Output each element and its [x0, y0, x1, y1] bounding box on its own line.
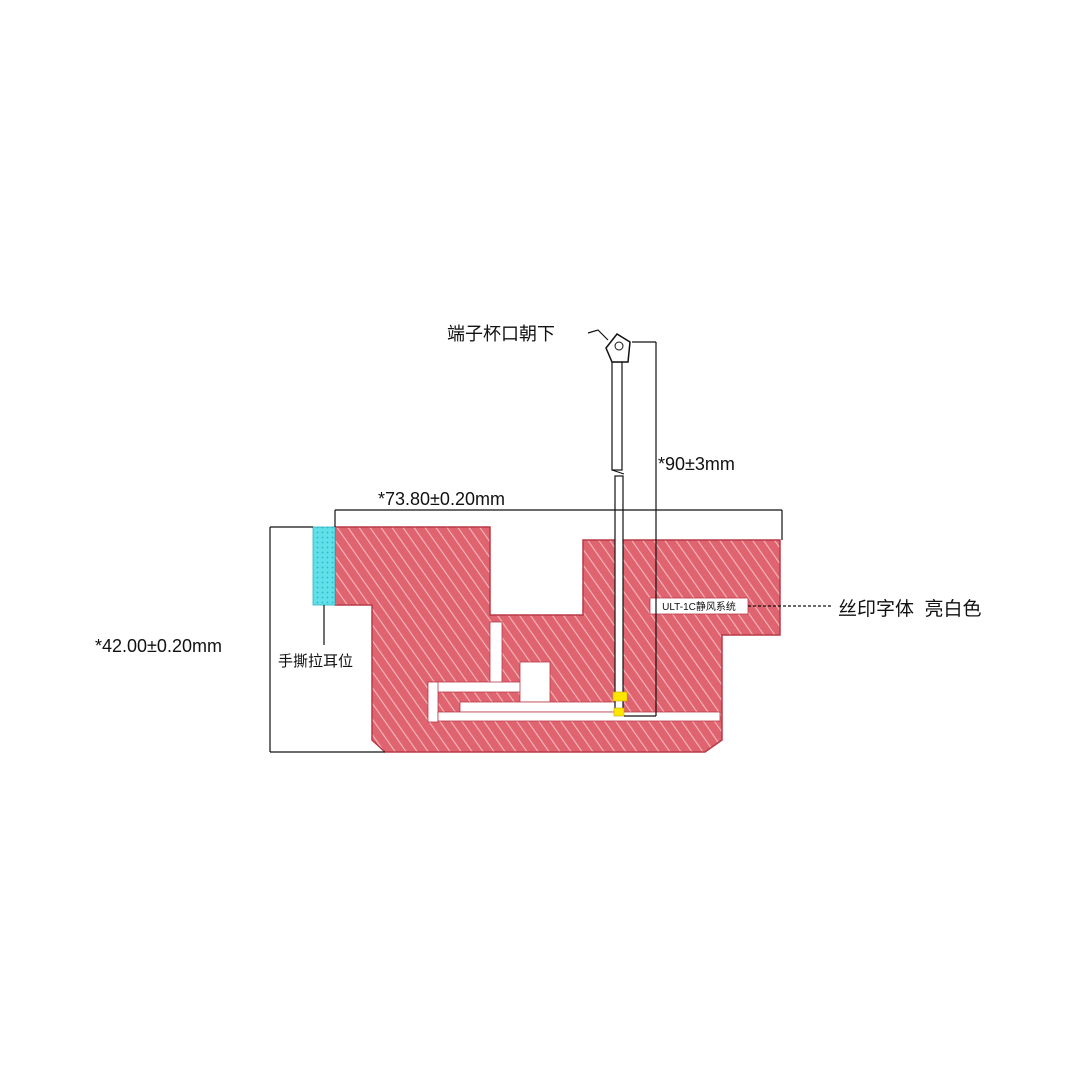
terminal-leader [587, 329, 609, 341]
slot-bottom-run [437, 711, 721, 722]
ipex-connector-icon [605, 333, 631, 363]
slot-horizontal-lower [459, 701, 621, 713]
height-label: *42.00±0.20mm [95, 636, 222, 656]
slot-horizontal-upper [427, 681, 523, 693]
silkscreen-note: 丝印字体 亮白色 [838, 598, 982, 620]
slot-vertical-outer [427, 681, 439, 723]
terminal-label: 端子杯口朝下 [447, 324, 555, 344]
dimension-height [269, 526, 385, 753]
solder-pad-lower [613, 707, 625, 717]
pull-tab-label: 手撕拉耳位 [278, 653, 353, 670]
antenna-slots [427, 621, 721, 723]
solder-pad-upper [612, 691, 628, 702]
slot-inner-block [519, 661, 551, 703]
slot-vertical-left [489, 621, 503, 685]
width-label: *73.80±0.20mm [378, 489, 505, 509]
dimension-width [334, 509, 783, 540]
antenna-body [334, 526, 781, 753]
silkscreen-text: ULT-1C静风系统 [662, 600, 736, 613]
pull-tab [312, 526, 336, 606]
cable-length-label: *90±3mm [658, 454, 735, 474]
dimension-cable-length [624, 341, 657, 717]
